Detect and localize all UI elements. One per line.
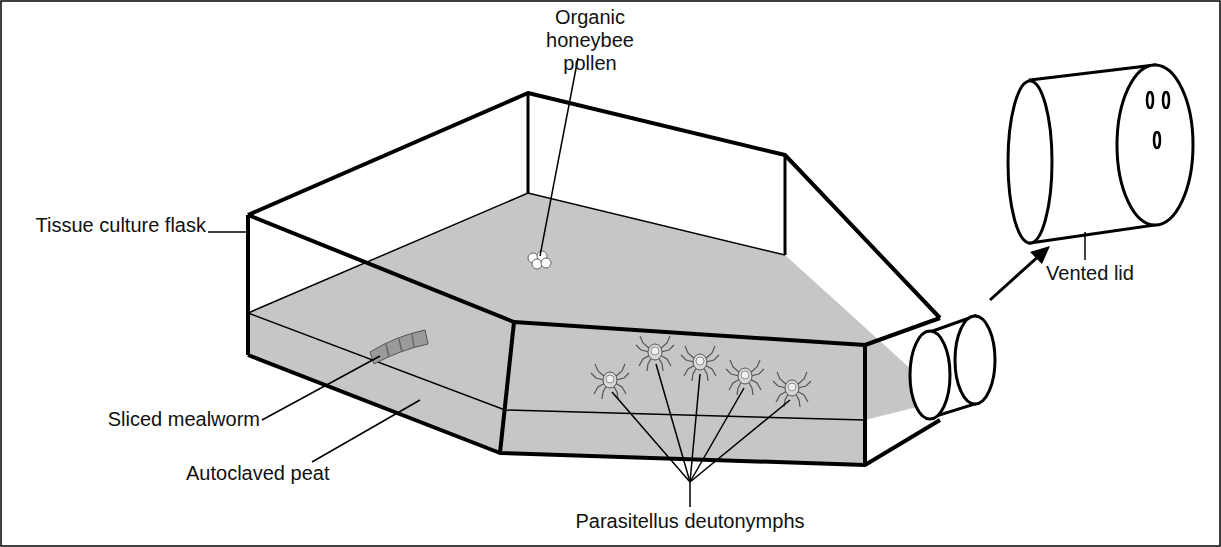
pollen-symbol <box>528 251 551 269</box>
peat-label: Autoclaved peat <box>186 462 346 485</box>
lid-label: Vented lid <box>1040 262 1140 285</box>
pollen-label: Organic honeybee pollen <box>520 6 660 75</box>
deutonymph-label: Parasitellus deutonymphs <box>565 510 815 533</box>
flask-label: Tissue culture flask <box>28 214 206 237</box>
mealworm-label: Sliced mealworm <box>60 408 260 431</box>
mealworm-symbol <box>370 330 428 364</box>
